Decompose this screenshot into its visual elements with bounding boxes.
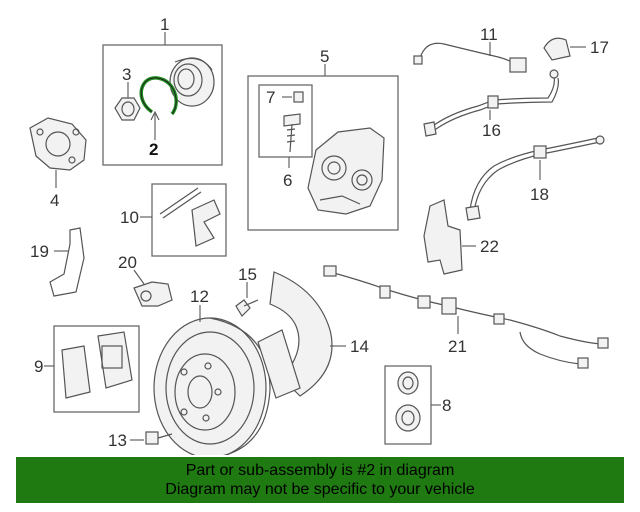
part-group-5 — [247, 64, 399, 231]
part-group-8 — [384, 365, 441, 445]
callout-15: 15 — [238, 265, 257, 284]
callout-7: 7 — [266, 88, 275, 107]
anti-rattle-clip — [49, 227, 85, 297]
callout-20: 20 — [118, 253, 137, 272]
dust-shield — [257, 271, 346, 399]
callout-19: 19 — [30, 242, 49, 261]
dust-cap — [543, 37, 586, 61]
callout-11: 11 — [480, 25, 498, 44]
parts-diagram: 1 2 3 4 5 6 7 8 9 10 11 12 13 14 15 16 1… — [29, 15, 609, 455]
callout-4: 4 — [50, 191, 59, 210]
callout-2: 2 — [149, 140, 158, 159]
banner-line-2: Diagram may not be specific to your vehi… — [165, 481, 475, 498]
brake-hose — [465, 135, 605, 221]
wheel-bolt — [130, 431, 173, 445]
wear-sensor-20 — [133, 269, 173, 307]
bleeder-screw — [283, 113, 301, 153]
callout-14: 14 — [350, 337, 369, 356]
info-banner: Part or sub-assembly is #2 in diagram Di… — [16, 457, 624, 503]
group-1-box — [102, 44, 223, 166]
callout-5: 5 — [320, 47, 329, 66]
callout-10: 10 — [120, 208, 139, 227]
brake-caliper — [307, 127, 385, 215]
callout-8: 8 — [442, 396, 451, 415]
callout-21: 21 — [448, 337, 467, 356]
group-10-box — [151, 183, 227, 257]
wheel-bearing — [169, 57, 215, 107]
part-group-9 — [44, 325, 140, 413]
part-group-1 — [102, 32, 223, 166]
callout-9: 9 — [34, 357, 43, 376]
steering-knuckle — [29, 117, 87, 188]
caliper-bolt — [235, 282, 259, 317]
brake-line — [423, 69, 559, 137]
group-9-box — [53, 325, 140, 413]
group-5-box — [247, 75, 399, 231]
hose-bracket — [423, 199, 476, 275]
callout-18: 18 — [530, 185, 549, 204]
callout-13: 13 — [108, 431, 127, 450]
callout-22: 22 — [480, 237, 499, 256]
snap-ring-highlight — [139, 76, 178, 116]
wear-sensor-wire — [413, 42, 527, 73]
part-group-10 — [140, 183, 227, 257]
brake-rotor — [153, 305, 271, 455]
axle-nut — [114, 97, 141, 121]
callout-16: 16 — [482, 121, 501, 140]
abs-sensor-harness — [323, 265, 609, 369]
callout-3: 3 — [122, 65, 131, 84]
callout-12: 12 — [190, 287, 209, 306]
callout-17: 17 — [590, 38, 609, 57]
callout-1: 1 — [160, 15, 169, 34]
callout-6: 6 — [283, 171, 292, 190]
group-7-box — [258, 84, 313, 158]
banner-line-1: Part or sub-assembly is #2 in diagram — [185, 462, 455, 479]
